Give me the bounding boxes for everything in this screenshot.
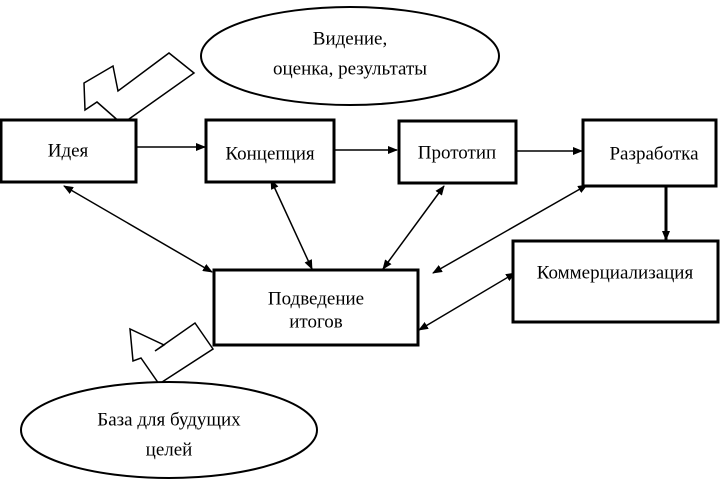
vision-ellipse-line2: оценка, результаты bbox=[273, 58, 427, 79]
feedback-arrow-commercialization bbox=[418, 272, 516, 331]
idea-label: Идея bbox=[48, 140, 89, 161]
idea-box: Идея bbox=[0, 118, 138, 184]
summary-box: Подведение итогов bbox=[212, 268, 420, 347]
summary-label-line2: итогов bbox=[289, 311, 343, 332]
prototype-box: Прототип bbox=[397, 119, 518, 185]
commercialization-box: Коммерциализация bbox=[511, 239, 720, 324]
feedback-arrow-idea bbox=[63, 185, 213, 273]
concept-label: Концепция bbox=[225, 143, 314, 164]
summary-label-line1: Подведение bbox=[268, 288, 364, 309]
concept-box: Концепция bbox=[204, 118, 336, 184]
base-ellipse: База для будущих целей bbox=[20, 381, 318, 479]
feedback-arrow-development bbox=[432, 184, 588, 274]
development-label: Разработка bbox=[609, 143, 699, 164]
development-box: Разработка bbox=[581, 118, 718, 188]
commercialization-label: Коммерциализация bbox=[537, 262, 694, 283]
base-output-hollow-arrow bbox=[129, 321, 215, 386]
feedback-arrow-concept bbox=[270, 179, 313, 270]
feedback-arrow-prototype bbox=[382, 185, 445, 270]
vision-ellipse-line1: Видение, bbox=[313, 28, 387, 49]
vision-ellipse: Видение, оценка, результаты bbox=[200, 6, 500, 106]
prototype-label: Прототип bbox=[418, 142, 496, 163]
base-ellipse-line2: целей bbox=[146, 439, 193, 460]
vision-input-hollow-arrow bbox=[83, 52, 196, 125]
base-ellipse-line1: База для будущих bbox=[97, 409, 241, 430]
